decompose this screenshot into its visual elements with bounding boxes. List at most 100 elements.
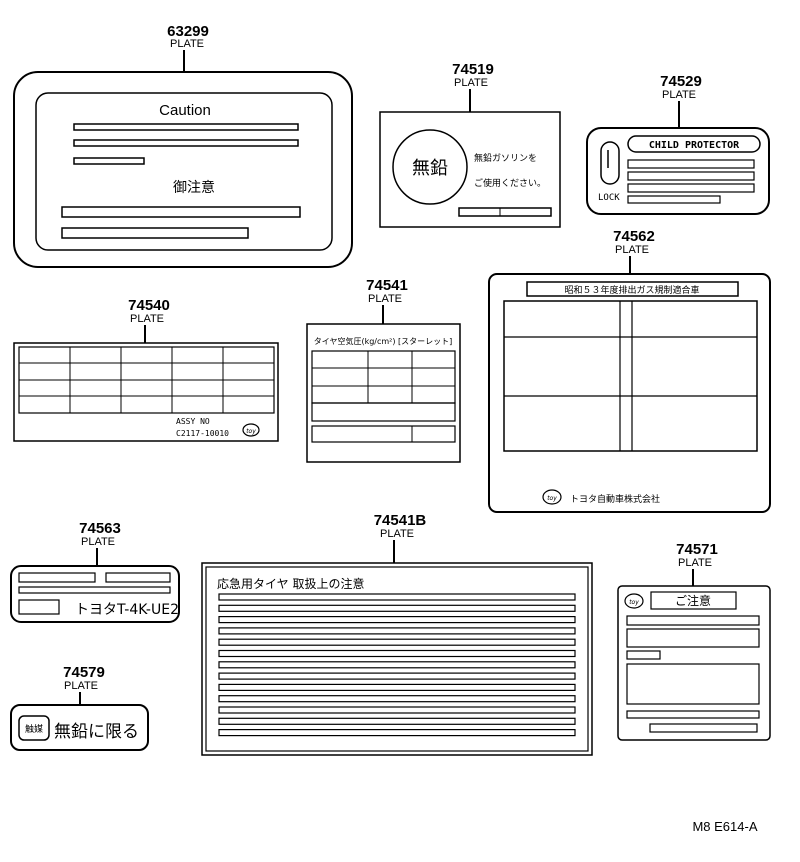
text-line: [649, 723, 758, 733]
text-line: [61, 227, 249, 239]
unleaded-only-text: 無鉛に限る: [54, 722, 139, 742]
diagram-code: M8 E614-A: [692, 819, 757, 834]
part-number: 74529: [660, 73, 702, 90]
spec-table: [503, 300, 758, 452]
text-line: [458, 207, 552, 217]
title-frame: [627, 135, 761, 153]
caution-title: Caution: [159, 102, 211, 119]
toyota-logo-text: toy: [547, 495, 557, 502]
jp-caution-title: 御注意: [173, 179, 215, 196]
part-label: PLATE: [678, 557, 712, 569]
caution-title: ご注意: [675, 593, 711, 608]
plate-outline: [10, 565, 180, 623]
part-number: 74571: [676, 541, 718, 558]
text-line: [627, 183, 755, 193]
text-line: [626, 710, 760, 719]
plate-outline: [13, 71, 353, 268]
text-line: [627, 195, 721, 204]
spare-tire-title: 応急用タイヤ 取扱上の注意: [217, 576, 364, 591]
text-line: [626, 615, 760, 626]
plate-outline: [13, 342, 279, 442]
text-line: [18, 586, 171, 594]
text-line: [218, 683, 576, 692]
lock-knob-icon: [600, 141, 620, 185]
assy-label: ASSY NO: [176, 417, 210, 426]
text-line: [218, 717, 576, 725]
assy-code: C2117-10010: [176, 429, 229, 438]
part-label: PLATE: [454, 77, 488, 89]
part-74541B: 74541B PLATE 応急用タイヤ 取扱上の注意: [201, 512, 593, 756]
text-line: [218, 706, 576, 714]
unleaded-line-1: 無鉛ガソリンを: [474, 152, 537, 164]
tire-pressure-title: タイヤ空気圧(kg/cm²) [スターレット]: [314, 336, 453, 346]
part-label: PLATE: [81, 536, 115, 548]
text-box: [18, 599, 60, 615]
part-number: 74540: [128, 297, 170, 314]
plate-inner-frame: [35, 92, 333, 251]
part-label: PLATE: [615, 244, 649, 256]
table-cell: [311, 402, 456, 422]
unleaded-big-text: 無鉛: [412, 158, 448, 179]
child-protector-title: CHILD PROTECTOR: [649, 140, 740, 151]
plate-outline: [379, 111, 561, 228]
plate-outline: [488, 273, 771, 513]
part-label: PLATE: [130, 313, 164, 325]
part-74563: 74563 PLATE トヨタT-4K-UE2: [10, 520, 180, 623]
toyota-logo-icon: [242, 423, 260, 437]
catalyst-badge: [18, 715, 50, 741]
part-number: 63299: [167, 23, 209, 40]
text-line: [218, 604, 576, 612]
part-label: PLATE: [64, 680, 98, 692]
part-label: PLATE: [368, 293, 402, 305]
plate-outline: [201, 562, 593, 756]
part-74571: 74571 PLATE toy ご注意: [617, 541, 771, 741]
part-label: PLATE: [380, 528, 414, 540]
title-frame: [526, 281, 739, 297]
text-box: [626, 628, 760, 648]
plate-outline: [10, 704, 149, 751]
part-74519: 74519 PLATE 無鉛 無鉛ガソリンを ご使用ください。: [379, 61, 561, 228]
part-number: 74579: [63, 664, 105, 681]
text-line: [627, 171, 755, 181]
lock-label: LOCK: [598, 193, 620, 203]
text-lines: [218, 593, 576, 737]
part-number: 74541B: [374, 512, 427, 529]
table-cell: [311, 425, 456, 443]
unleaded-circle: [392, 129, 468, 205]
text-line: [626, 650, 661, 660]
title-frame: [650, 591, 737, 610]
text-line: [73, 157, 145, 165]
text-line: [218, 672, 576, 680]
text-line: [218, 649, 576, 658]
toyota-logo-text: toy: [246, 428, 256, 435]
pressure-table: [311, 350, 456, 404]
part-label: PLATE: [170, 38, 204, 50]
plate-outline: [586, 127, 770, 215]
text-line: [18, 572, 96, 583]
toyota-logo-icon: [624, 593, 644, 609]
part-74529: 74529 PLATE CHILD PROTECTOR LOCK: [586, 73, 770, 215]
text-line: [218, 695, 576, 703]
text-line: [218, 728, 576, 737]
maker-name: トヨタ自動車株式会社: [570, 493, 660, 505]
toyota-logo-text: toy: [629, 599, 639, 606]
text-line: [218, 661, 576, 669]
plate-inner-frame: [205, 566, 589, 752]
text-line: [73, 123, 299, 131]
part-74562: 74562 PLATE 昭和５３年度排出ガス規制適合車 toy トヨタ自動車株式…: [488, 228, 771, 513]
part-number: 74541: [366, 277, 408, 294]
plate-outline: [306, 323, 461, 463]
catalyst-badge-text: 触媒: [25, 723, 43, 735]
text-line: [218, 615, 576, 624]
part-74540: 74540 PLATE ASSY NO C2117-10010 toy: [13, 297, 279, 442]
part-label: PLATE: [662, 89, 696, 101]
engine-code-text: トヨタT-4K-UE2: [75, 602, 179, 618]
text-line: [218, 627, 576, 635]
part-number: 74562: [613, 228, 655, 245]
text-line: [73, 139, 299, 147]
text-line: [218, 593, 576, 601]
text-line: [627, 159, 755, 169]
part-63299: 63299 PLATE Caution 御注意: [13, 23, 353, 268]
part-number: 74519: [452, 61, 494, 78]
